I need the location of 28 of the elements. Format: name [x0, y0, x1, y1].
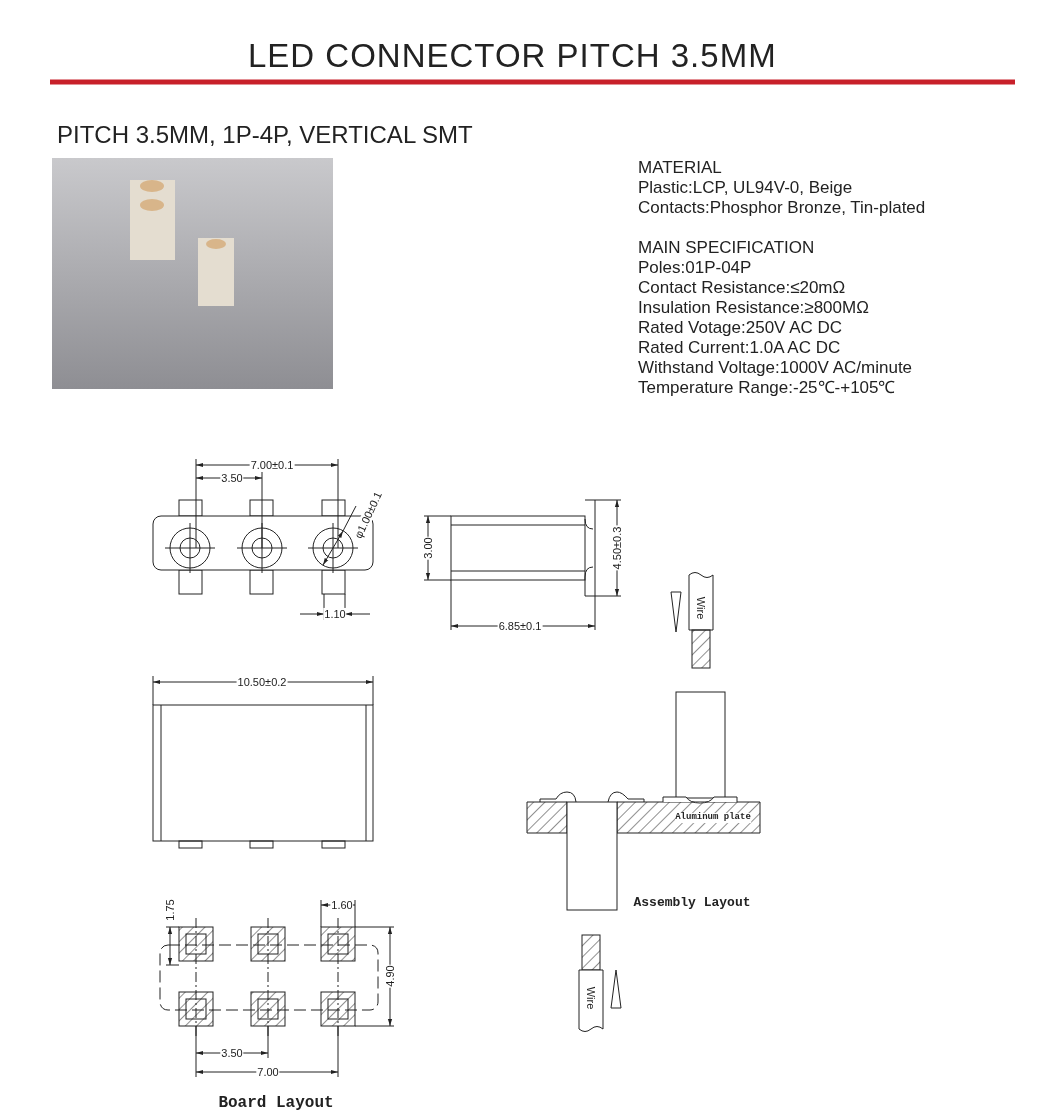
- title: LED CONNECTOR PITCH 3.5MM: [248, 38, 777, 75]
- section-heading: MATERIAL: [638, 159, 722, 178]
- dimension-label: 6.85±0.1: [497, 619, 543, 633]
- subtitle: PITCH 3.5MM, 1P-4P, VERTICAL SMT: [57, 122, 473, 149]
- dimension-label: 4.50±0.3: [610, 525, 624, 571]
- view-caption: Assembly Layout: [633, 895, 751, 911]
- spec-text: Contact Resistance:≤20mΩ: [638, 279, 846, 298]
- dimension-label: 4.90: [383, 964, 397, 988]
- dimension-label: 1.75: [163, 898, 177, 922]
- spec-text: Contacts:Phosphor Bronze, Tin-plated: [638, 199, 926, 218]
- dimension-label: 3.00: [421, 536, 435, 560]
- part-label: Aluminum plate: [675, 813, 751, 823]
- dimension-label: 3.50: [220, 1046, 244, 1060]
- spec-text: Temperature Range:-25℃-+105℃: [638, 379, 896, 398]
- spec-text: Poles:01P-04P: [638, 259, 752, 278]
- spec-text: Withstand Voltage:1000V AC/minute: [638, 359, 913, 378]
- view-caption: Board Layout: [218, 1095, 334, 1113]
- dimension-label: 1.10: [323, 607, 347, 621]
- spec-text: Insulation Resistance:≥800MΩ: [638, 299, 869, 318]
- dimension-label: 1.60: [330, 898, 354, 912]
- spec-text: Plastic:LCP, UL94V-0, Beige: [638, 179, 853, 198]
- dimension-label: 10.50±0.2: [236, 675, 288, 689]
- dimension-label: 7.00: [256, 1065, 280, 1079]
- section-heading: MAIN SPECIFICATION: [638, 239, 815, 258]
- dimension-label: 7.00±0.1: [249, 458, 295, 472]
- spec-text: Rated Current:1.0A AC DC: [638, 339, 841, 358]
- dimension-label: 3.50: [220, 471, 244, 485]
- spec-text: Rated Votage:250V AC DC: [638, 319, 843, 338]
